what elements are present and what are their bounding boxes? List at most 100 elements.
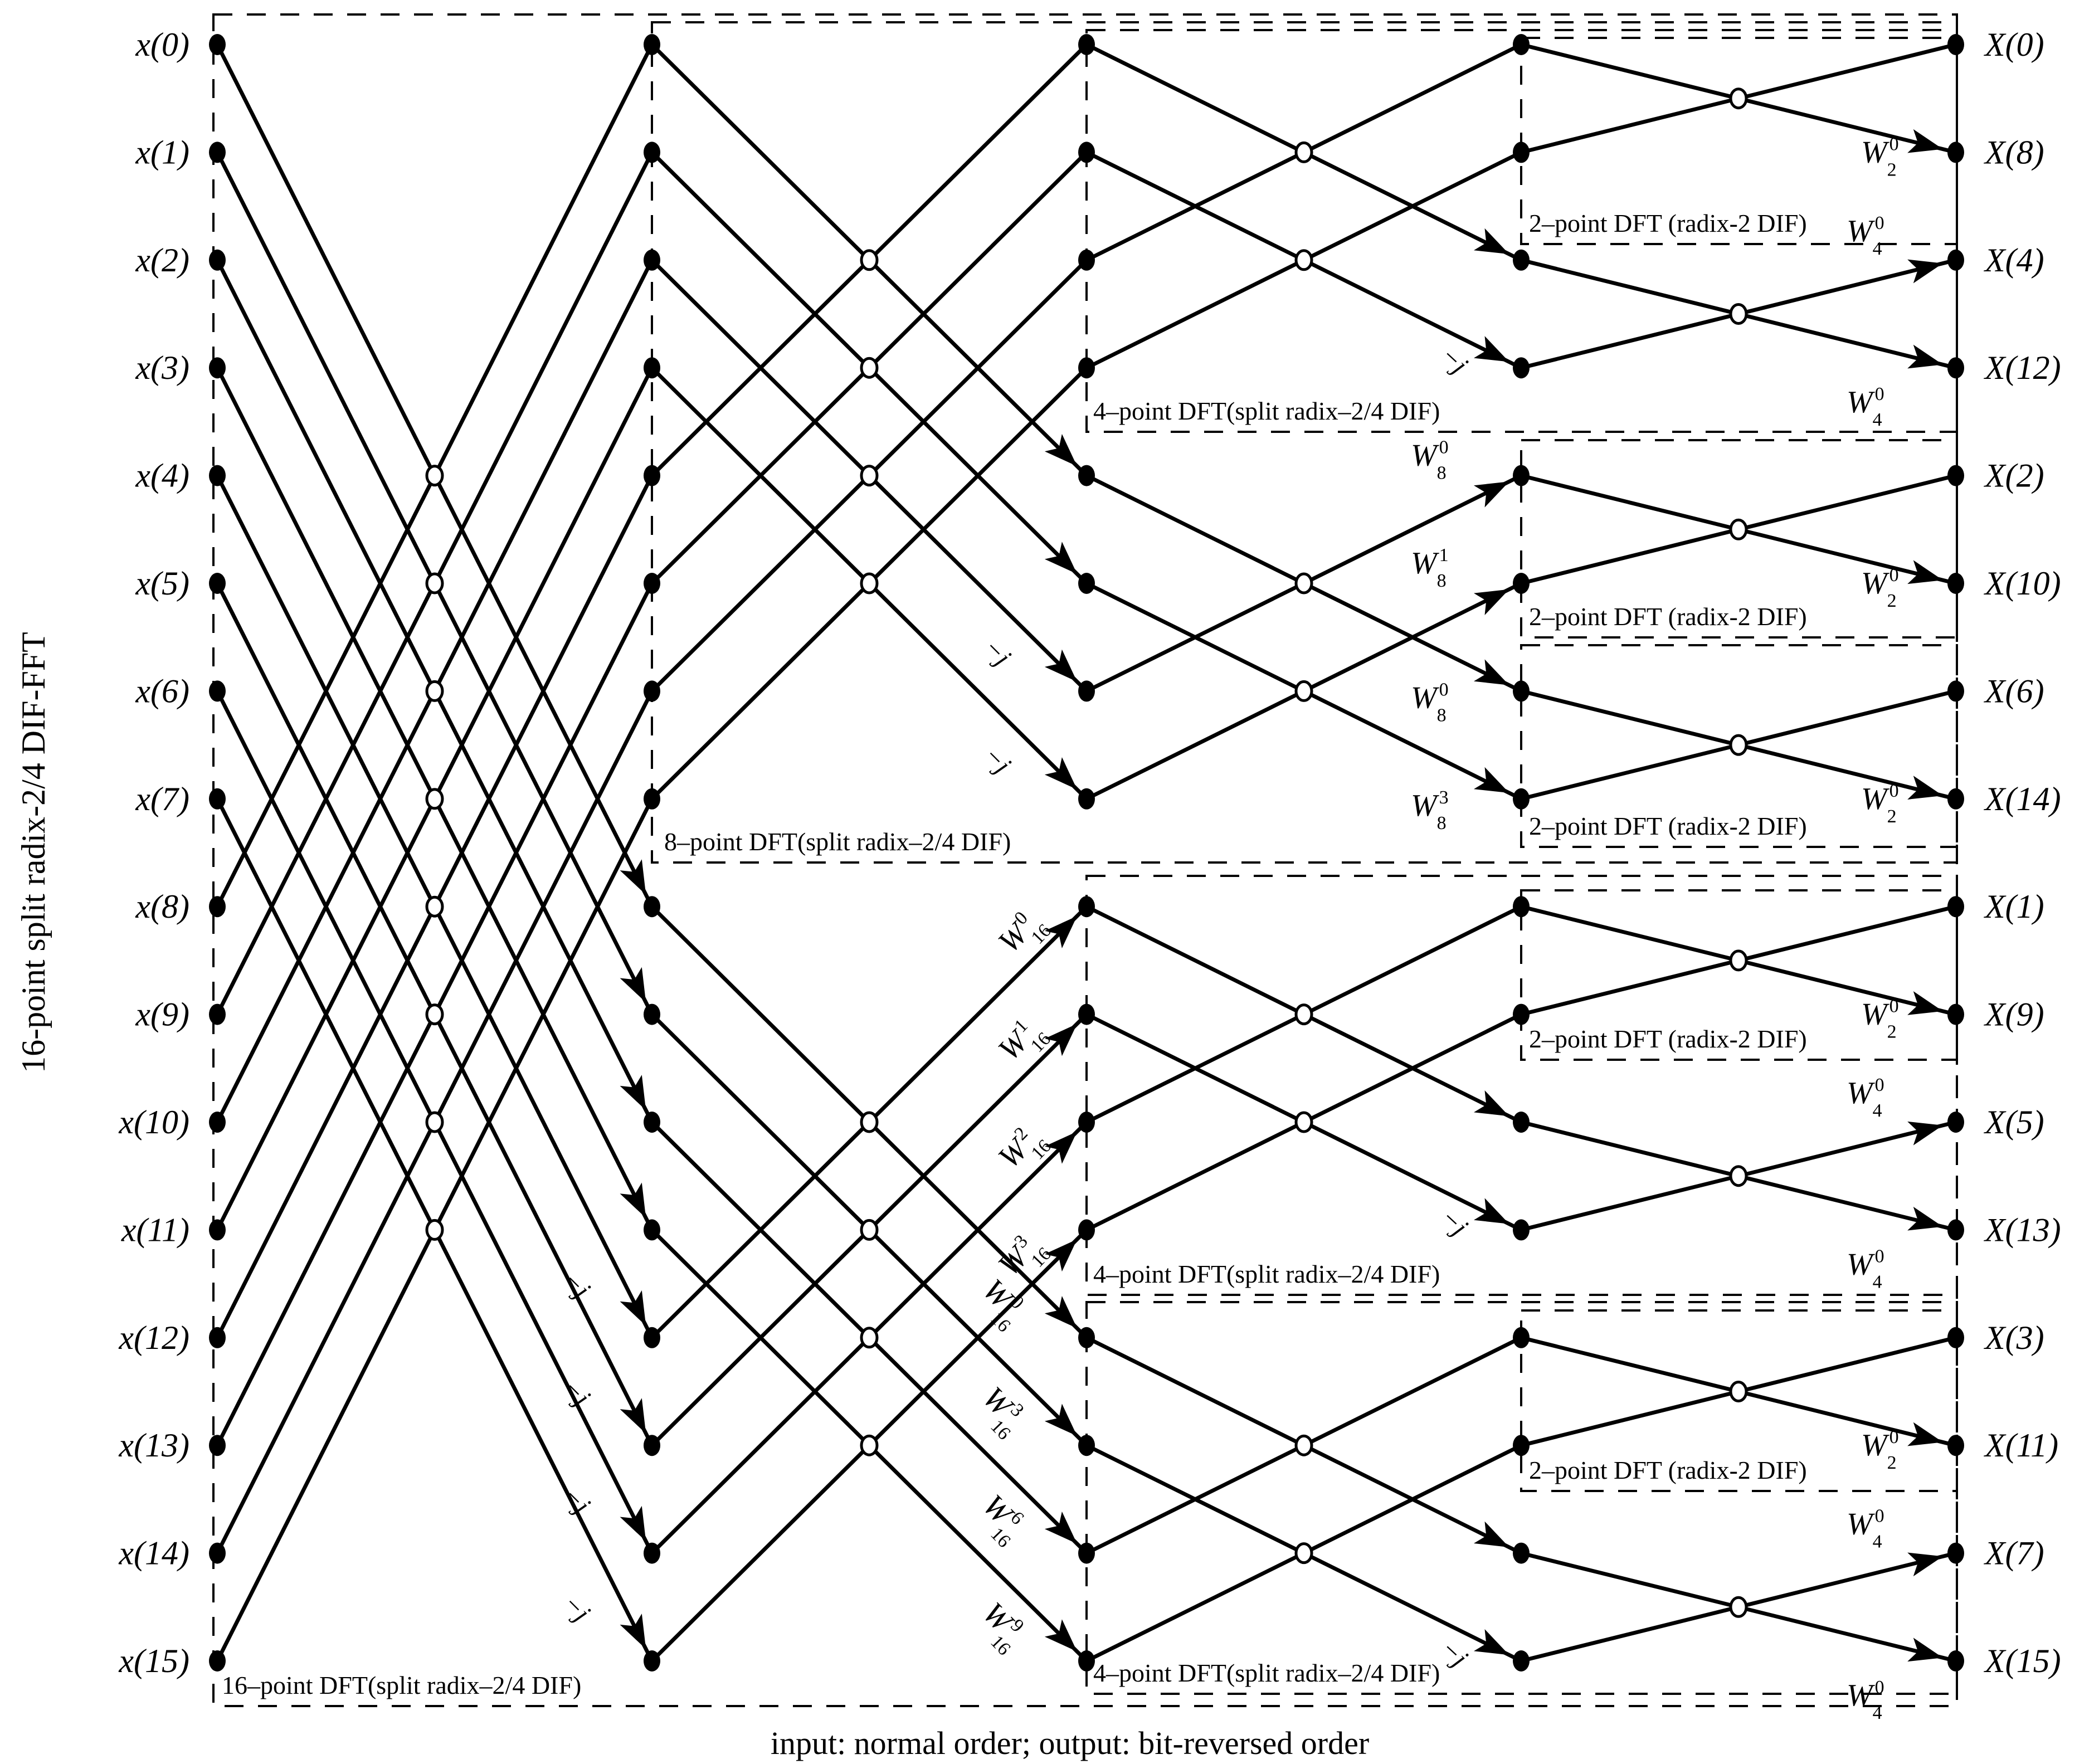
node-dot <box>1947 573 1964 594</box>
node-dot <box>1513 896 1530 918</box>
box-labels: 16–point DFT(split radix–2/4 DIF) 8–poin… <box>222 209 1807 1699</box>
arrowhead <box>1044 433 1077 466</box>
minus-j-label: −j <box>557 1588 596 1627</box>
side-title: 16-point split radix-2/4 DIF-FFT <box>15 632 52 1073</box>
node-dot <box>1947 1327 1964 1348</box>
output-label-13: X(11) <box>1984 1427 2058 1464</box>
node-dot <box>1513 34 1530 55</box>
node-dot <box>209 680 226 702</box>
output-label-12: X(3) <box>1984 1319 2044 1356</box>
node-dot <box>1078 573 1095 594</box>
node-dot <box>1078 1219 1095 1241</box>
butterfly-junction <box>860 357 879 379</box>
butterfly-junction <box>860 1434 879 1456</box>
node-dot <box>209 1435 226 1456</box>
node-dot <box>644 788 660 810</box>
arrowhead <box>1907 1121 1943 1146</box>
node-dot <box>1513 1112 1530 1133</box>
node-dot <box>644 1542 660 1564</box>
arrowhead <box>1473 1629 1509 1655</box>
arrowhead <box>1044 1511 1077 1544</box>
arrowhead <box>1473 1090 1509 1117</box>
arrowhead <box>1044 1024 1077 1056</box>
arrowhead <box>1473 228 1509 255</box>
butterfly-junction <box>425 465 444 487</box>
input-label-14: x(14) <box>118 1535 189 1572</box>
twiddle-text: W916 <box>968 1595 1033 1660</box>
dft2-a-box-label: 2–point DFT (radix-2 DIF) <box>1529 209 1807 237</box>
node-dot <box>644 1327 660 1348</box>
twiddle-label: W616 <box>968 1487 1033 1552</box>
dft4-bottom-box-label: 4–point DFT(split radix–2/4 DIF) <box>1093 1659 1440 1687</box>
node-dot <box>1947 1112 1964 1133</box>
minus-j-label: −j <box>1435 341 1474 380</box>
butterfly-junction <box>860 249 879 271</box>
node-dot <box>644 1219 660 1241</box>
node-dot <box>1078 1542 1095 1564</box>
butterfly-junction <box>425 572 444 595</box>
twiddle-text: W016 <box>991 903 1055 967</box>
node-dot <box>1947 1219 1964 1241</box>
node-dots <box>209 34 1964 1672</box>
arrowhead <box>1907 129 1943 153</box>
dft4-mid-box <box>1085 875 1958 1296</box>
minus-j-text: −j <box>1435 341 1474 380</box>
node-dot <box>1947 465 1964 486</box>
butterfly-junction <box>860 1219 879 1241</box>
node-dot <box>209 1542 226 1564</box>
minus-j-label: −j <box>1435 1634 1474 1673</box>
twiddle-text: W316 <box>968 1380 1033 1444</box>
node-dot <box>1078 1327 1095 1348</box>
output-label-8: X(1) <box>1984 888 2044 925</box>
twiddle-label: W116 <box>991 1011 1055 1075</box>
butterfly-junction <box>1729 1165 1748 1187</box>
arrowhead <box>1907 1206 1943 1231</box>
butterfly-junction <box>1729 87 1748 110</box>
arrowhead <box>620 1398 646 1434</box>
output-label-3: X(12) <box>1984 349 2061 386</box>
arrowhead <box>1044 916 1077 948</box>
output-label-11: X(13) <box>1984 1211 2061 1248</box>
node-dot <box>209 1327 226 1348</box>
arrowhead <box>1907 1552 1943 1577</box>
node-dot <box>1078 896 1095 918</box>
dft2-e-box <box>1520 1309 1958 1492</box>
arrowhead <box>1044 1619 1077 1652</box>
node-dot <box>1513 1003 1530 1025</box>
node-dot <box>209 249 226 271</box>
input-label-3: x(3) <box>135 349 189 386</box>
twiddle-text: W216 <box>991 1118 1055 1182</box>
node-dot <box>1947 357 1964 379</box>
minus-j-text: −j <box>557 1588 596 1627</box>
arrowhead <box>1473 1521 1509 1547</box>
output-label-4: X(2) <box>1984 457 2044 494</box>
minus-j-label: −j <box>978 740 1017 779</box>
output-label-2: X(4) <box>1984 242 2044 279</box>
butterfly-junction <box>1729 518 1748 540</box>
arrowhead <box>1473 336 1509 362</box>
input-label-11: x(11) <box>121 1211 189 1248</box>
input-label-4: x(4) <box>135 457 189 494</box>
dft2-a-box <box>1520 37 1958 245</box>
input-label-2: x(2) <box>135 242 189 279</box>
twiddle-text: W016 <box>968 1271 1033 1336</box>
output-label-6: X(6) <box>1984 673 2044 709</box>
dft4-mid-box-label: 4–point DFT(split radix–2/4 DIF) <box>1093 1260 1440 1288</box>
butterfly-junction <box>1294 1542 1313 1565</box>
arrowhead <box>1907 560 1943 584</box>
minus-j-text: −j <box>978 740 1017 779</box>
node-dot <box>209 1112 226 1133</box>
output-label-7: X(14) <box>1984 781 2061 817</box>
arrowhead <box>620 859 646 895</box>
butterfly-junction <box>425 1003 444 1026</box>
